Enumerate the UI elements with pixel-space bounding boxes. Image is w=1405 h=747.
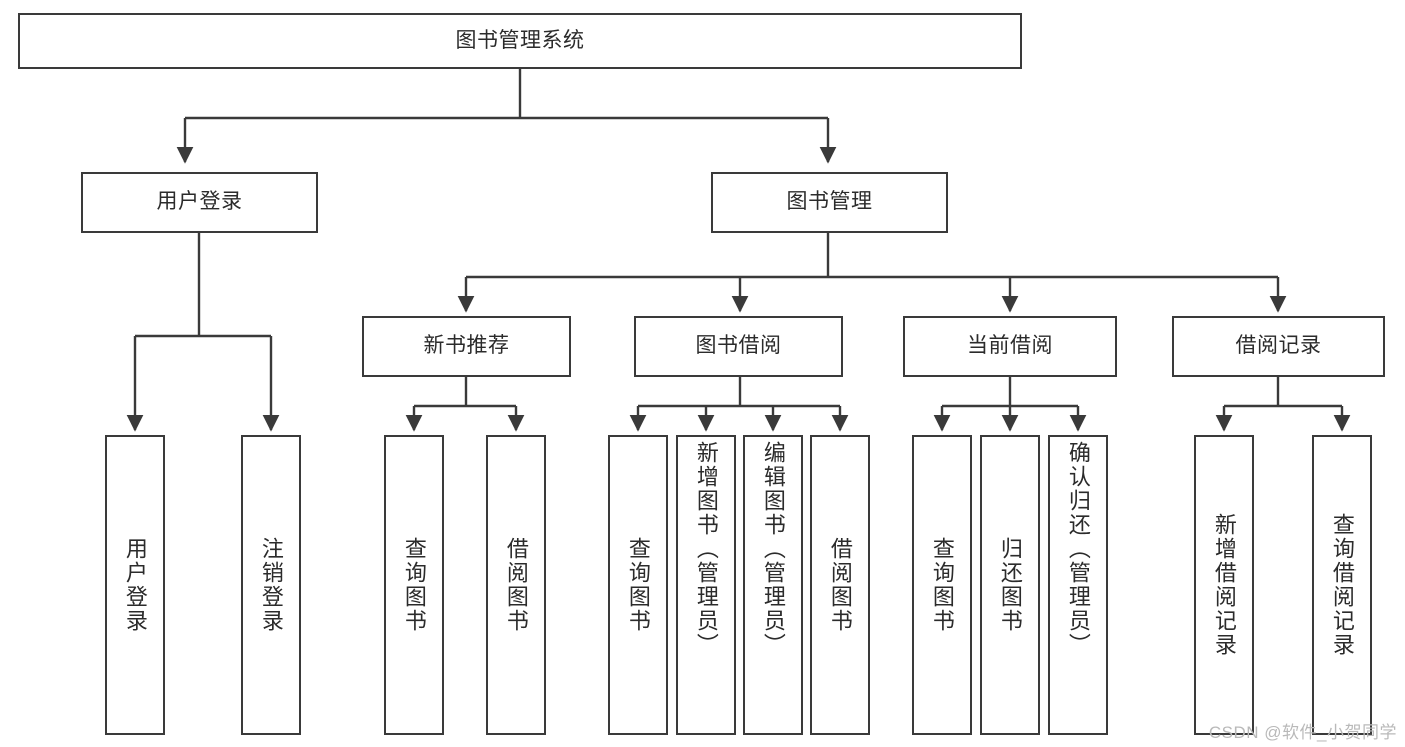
node-book-borrow-label: 图书借阅 [695, 334, 782, 358]
node-leaf-borrow-book-1[interactable]: 借阅图书 [486, 435, 546, 735]
node-leaf-user-login[interactable]: 用户登录 [105, 435, 165, 735]
node-leaf-confirm-return-label: 确认归还（管理员） [1065, 441, 1091, 657]
node-book-management-label: 图书管理 [786, 190, 873, 214]
node-leaf-edit-book-label: 编辑图书（管理员） [760, 441, 786, 657]
node-new-book-recommend[interactable]: 新书推荐 [362, 316, 571, 377]
node-borrow-record[interactable]: 借阅记录 [1172, 316, 1385, 377]
node-user-login-label: 用户登录 [156, 190, 243, 214]
node-leaf-add-book-label: 新增图书（管理员） [693, 441, 719, 657]
node-leaf-return-book[interactable]: 归还图书 [980, 435, 1040, 735]
node-leaf-query-book-3[interactable]: 查询图书 [912, 435, 972, 735]
node-leaf-borrow-book-2-label: 借阅图书 [827, 537, 853, 633]
node-root-label: 图书管理系统 [455, 28, 585, 52]
node-current-borrow-label: 当前借阅 [967, 334, 1053, 358]
node-leaf-borrow-book-1-label: 借阅图书 [503, 537, 529, 633]
node-leaf-add-record-label: 新增借阅记录 [1211, 513, 1237, 657]
node-leaf-query-record-label: 查询借阅记录 [1329, 513, 1355, 657]
node-user-login[interactable]: 用户登录 [81, 172, 318, 233]
node-leaf-return-book-label: 归还图书 [997, 537, 1023, 633]
node-leaf-add-record[interactable]: 新增借阅记录 [1194, 435, 1254, 735]
node-leaf-query-book-1[interactable]: 查询图书 [384, 435, 444, 735]
node-leaf-query-record[interactable]: 查询借阅记录 [1312, 435, 1372, 735]
node-root[interactable]: 图书管理系统 [18, 13, 1022, 69]
node-leaf-logout-login[interactable]: 注销登录 [241, 435, 301, 735]
node-leaf-borrow-book-2[interactable]: 借阅图书 [810, 435, 870, 735]
node-leaf-edit-book[interactable]: 编辑图书（管理员） [743, 435, 803, 735]
node-book-management[interactable]: 图书管理 [711, 172, 948, 233]
node-leaf-logout-login-label: 注销登录 [258, 537, 284, 633]
node-leaf-add-book[interactable]: 新增图书（管理员） [676, 435, 736, 735]
node-new-book-recommend-label: 新书推荐 [423, 334, 510, 358]
node-leaf-user-login-label: 用户登录 [122, 537, 148, 633]
node-leaf-query-book-1-label: 查询图书 [401, 537, 427, 633]
node-leaf-confirm-return[interactable]: 确认归还（管理员） [1048, 435, 1108, 735]
node-leaf-query-book-3-label: 查询图书 [929, 537, 955, 633]
node-leaf-query-book-2-label: 查询图书 [625, 537, 651, 633]
node-leaf-query-book-2[interactable]: 查询图书 [608, 435, 668, 735]
node-borrow-record-label: 借阅记录 [1235, 334, 1322, 358]
node-book-borrow[interactable]: 图书借阅 [634, 316, 843, 377]
node-current-borrow[interactable]: 当前借阅 [903, 316, 1117, 377]
